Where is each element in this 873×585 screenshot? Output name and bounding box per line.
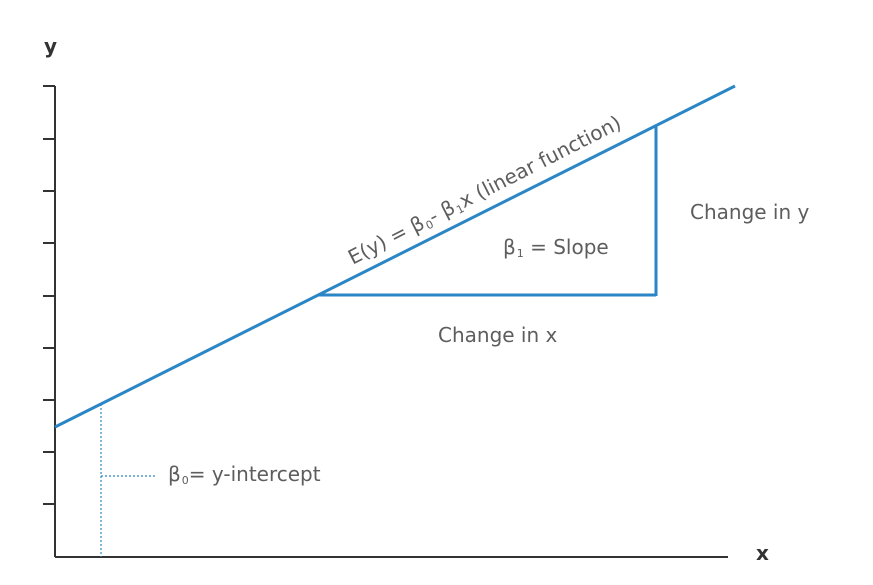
slope-text: = Slope: [523, 235, 609, 259]
intercept-beta: β: [168, 462, 181, 486]
y-axis-label: y: [44, 34, 58, 58]
change-in-x-label: Change in x: [438, 323, 558, 347]
regression-line: [54, 84, 736, 429]
intercept-label: β0= y-intercept: [168, 462, 321, 487]
slope-beta: β: [503, 235, 516, 259]
intercept-sub: 0: [181, 473, 189, 487]
change-in-y-label: Change in y: [690, 200, 810, 224]
intercept-text: = y-intercept: [188, 462, 321, 486]
slope-label: β1 = Slope: [503, 235, 609, 260]
x-axis-label: x: [756, 541, 769, 565]
slope-sub: 1: [516, 246, 524, 260]
y-axis-ticks: [43, 85, 55, 505]
